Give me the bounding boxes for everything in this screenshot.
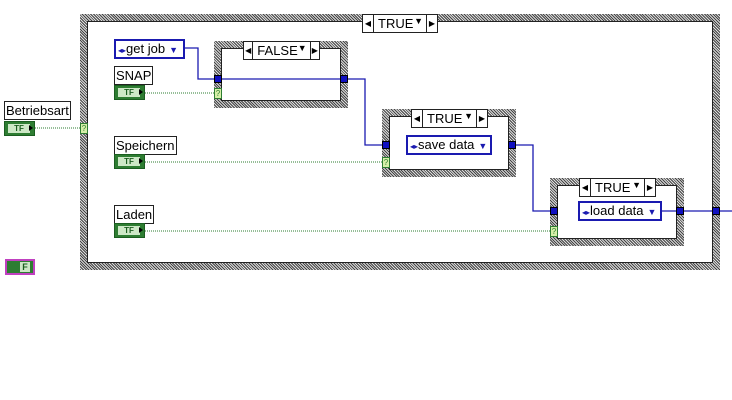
snap-case-selector-terminal[interactable]: ? xyxy=(214,88,222,99)
snap-case-selector[interactable]: ◀ FALSE▼ ▶ xyxy=(243,41,320,60)
save-case-selector-terminal[interactable]: ? xyxy=(382,157,390,168)
dropdown-icon[interactable]: ▼ xyxy=(632,180,641,190)
false-constant[interactable]: F xyxy=(5,259,35,275)
tunnel[interactable] xyxy=(214,75,222,83)
save-case-selector[interactable]: ◀ TRUE▼ ▶ xyxy=(411,109,488,128)
enum-wire xyxy=(184,47,386,146)
selector-value: TRUE xyxy=(427,111,463,126)
dropdown-icon[interactable]: ▼ xyxy=(169,45,178,55)
save-data-enum-constant[interactable]: ◂▸save data▼ xyxy=(406,135,492,155)
enum-arrows-icon: ◂▸ xyxy=(118,46,127,55)
dropdown-icon[interactable]: ▼ xyxy=(414,16,423,26)
load-case-selector[interactable]: ◀ TRUE▼ ▶ xyxy=(579,178,656,197)
enum-value: load data xyxy=(590,203,644,218)
get-job-enum-constant[interactable]: ◂▸get job▼ xyxy=(114,39,185,59)
increment-arrow-icon[interactable]: ▶ xyxy=(644,179,655,196)
laden-terminal[interactable]: TF xyxy=(114,223,145,238)
selector-value: FALSE xyxy=(257,43,298,58)
dropdown-icon[interactable]: ▼ xyxy=(478,141,488,151)
decrement-arrow-icon[interactable]: ◀ xyxy=(363,15,374,32)
dropdown-icon[interactable]: ▼ xyxy=(464,111,473,121)
tunnel[interactable] xyxy=(508,141,516,149)
speichern-terminal[interactable]: TF xyxy=(114,154,145,169)
tf-text: TF xyxy=(118,226,140,235)
dropdown-icon[interactable]: ▼ xyxy=(297,43,307,53)
tunnel[interactable] xyxy=(676,207,684,215)
snap-label: SNAP xyxy=(114,66,154,85)
betriebsart-terminal[interactable]: TF xyxy=(4,121,35,136)
tf-text: TF xyxy=(118,88,140,97)
outer-case-selector-terminal[interactable]: ? xyxy=(80,123,88,134)
enum-value: save data xyxy=(418,137,475,152)
tunnel[interactable] xyxy=(550,207,558,215)
enum-value: get job xyxy=(126,41,166,56)
tf-text: TF xyxy=(118,157,140,166)
tunnel[interactable] xyxy=(712,207,720,215)
dropdown-icon[interactable]: ▼ xyxy=(647,207,657,217)
betriebsart-label: Betriebsart xyxy=(4,101,71,120)
enum-arrows-icon: ◂▸ xyxy=(410,142,419,151)
load-data-enum-constant[interactable]: ◂▸load data▼ xyxy=(578,201,662,221)
selector-value: TRUE xyxy=(378,16,414,31)
enum-wire xyxy=(515,144,553,212)
snap-terminal[interactable]: TF xyxy=(114,85,145,100)
decrement-arrow-icon[interactable]: ◀ xyxy=(244,42,254,59)
enum-arrows-icon: ◂▸ xyxy=(582,208,591,217)
tunnel[interactable] xyxy=(382,141,390,149)
decrement-arrow-icon[interactable]: ◀ xyxy=(412,110,423,127)
decrement-arrow-icon[interactable]: ◀ xyxy=(580,179,591,196)
tunnel[interactable] xyxy=(340,75,348,83)
increment-arrow-icon[interactable]: ▶ xyxy=(309,42,319,59)
outer-case-selector[interactable]: ◀ TRUE▼ ▶ xyxy=(362,14,438,33)
increment-arrow-icon[interactable]: ▶ xyxy=(476,110,487,127)
tf-text: TF xyxy=(8,124,30,133)
laden-label: Laden xyxy=(114,205,155,224)
increment-arrow-icon[interactable]: ▶ xyxy=(426,15,437,32)
false-constant-text: F xyxy=(20,262,30,272)
selector-value: TRUE xyxy=(595,180,631,195)
load-case-selector-terminal[interactable]: ? xyxy=(550,226,558,237)
speichern-label: Speichern xyxy=(114,136,177,155)
